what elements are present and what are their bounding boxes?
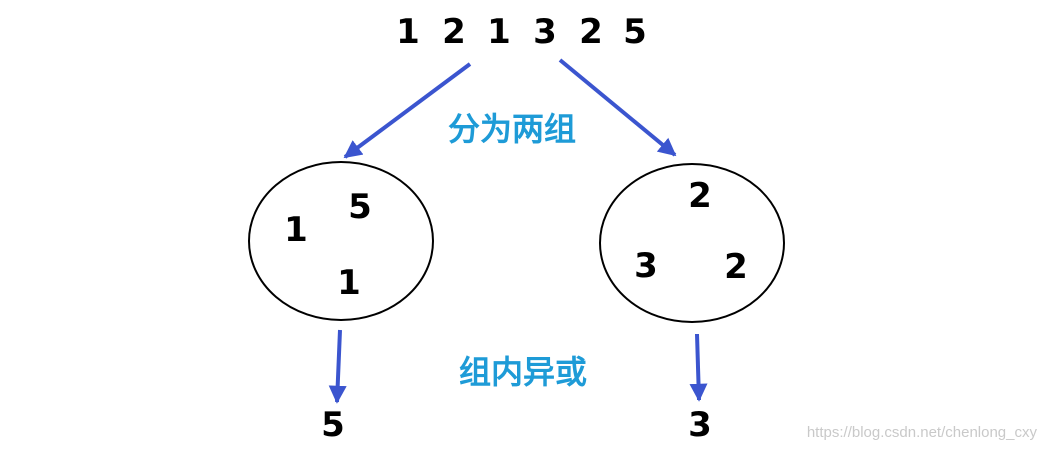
sequence-item: 1 <box>487 12 511 52</box>
group-right-element: 3 <box>634 246 658 286</box>
group-right-ellipse <box>599 163 785 323</box>
group-left-element: 1 <box>284 210 308 250</box>
group-left-element: 5 <box>348 187 372 227</box>
split-arrow-left <box>343 62 472 159</box>
group-left-result: 5 <box>321 405 345 445</box>
sequence-item: 2 <box>442 12 466 52</box>
group-left-ellipse <box>248 161 434 321</box>
sequence: 1 2 1 3 2 5 <box>396 12 647 52</box>
group-left-element: 1 <box>337 263 361 303</box>
sequence-item: 1 <box>396 12 420 52</box>
result-arrow-left <box>328 329 347 404</box>
split-label: 分为两组 <box>448 110 576 148</box>
split-arrow-right <box>558 58 677 157</box>
group-right-result: 3 <box>688 405 712 445</box>
sequence-item: 5 <box>623 12 647 52</box>
sequence-item: 3 <box>533 12 557 52</box>
sequence-item: 2 <box>579 12 603 52</box>
group-right-element: 2 <box>724 247 748 287</box>
result-arrow-right <box>689 333 708 402</box>
group-right-element: 2 <box>688 176 712 216</box>
watermark: https://blog.csdn.net/chenlong_cxy <box>807 424 1038 441</box>
xor-label: 组内异或 <box>459 353 587 391</box>
